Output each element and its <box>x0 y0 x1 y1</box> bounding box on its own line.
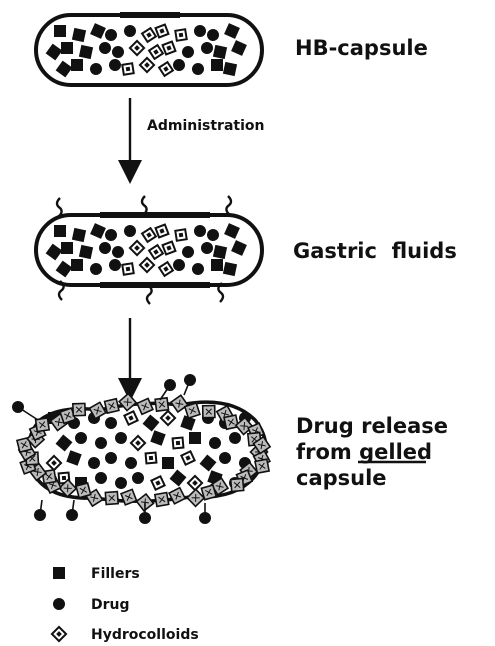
stage-label-gastric-fluids: Gastric fluids <box>293 239 457 263</box>
drug-particle <box>34 509 46 521</box>
gelled-capsule <box>12 374 274 524</box>
arrow-label-administration: Administration <box>147 118 264 134</box>
drug-particle <box>105 417 117 429</box>
filler-particle <box>71 259 83 271</box>
drug-particle <box>75 432 87 444</box>
filler-particle <box>72 228 86 242</box>
legend-item-fillers: Fillers <box>53 566 140 582</box>
drug-particle <box>201 242 213 254</box>
stage-label-hb-capsule: HB-capsule <box>295 36 428 60</box>
filler-particle <box>213 245 227 259</box>
filler-particle <box>61 42 73 54</box>
filler-particle <box>61 242 73 254</box>
drug-particle <box>132 472 144 484</box>
filler-particle <box>54 25 66 37</box>
filler-particle <box>71 59 83 71</box>
stage-label-from: from <box>296 440 359 464</box>
drug-particle <box>199 512 211 524</box>
filler-particle <box>79 245 93 259</box>
drug-particle <box>139 512 151 524</box>
filler-particle <box>211 259 223 271</box>
filler-particle <box>72 28 86 42</box>
stage-label-drug-release-line2: from gelled <box>296 440 432 464</box>
hb-capsule <box>36 15 262 85</box>
drug-circle-icon <box>53 598 65 610</box>
drug-particle <box>194 25 206 37</box>
legend-item-drug: Drug <box>53 597 130 613</box>
drug-particle <box>124 225 136 237</box>
drug-particle <box>219 452 231 464</box>
hydrocolloids-diamond-icon <box>52 627 66 641</box>
drug-particle <box>201 42 213 54</box>
legend-label-hydrocolloids: Hydrocolloids <box>91 627 199 643</box>
drug-particle <box>164 379 176 391</box>
legend-label-drug: Drug <box>91 597 130 613</box>
drug-particle <box>184 374 196 386</box>
fillers-square-icon <box>53 567 65 579</box>
filler-particle <box>211 59 223 71</box>
drug-particle <box>105 452 117 464</box>
legend: Fillers Drug Hydrocolloids <box>52 566 199 643</box>
legend-item-hydrocolloids: Hydrocolloids <box>52 627 199 643</box>
drug-particle <box>124 25 136 37</box>
filler-particle <box>189 432 201 444</box>
drug-particle <box>12 401 24 413</box>
stage-label-drug-release-line1: Drug release <box>296 414 448 438</box>
filler-particle <box>223 62 237 76</box>
filler-particle <box>162 457 174 469</box>
filler-particle <box>54 225 66 237</box>
filler-particle <box>79 45 93 59</box>
filler-particle <box>223 262 237 276</box>
underlined-word: gelled <box>359 440 432 464</box>
drug-particle <box>194 225 206 237</box>
legend-label-fillers: Fillers <box>91 566 140 582</box>
filler-particle <box>213 45 227 59</box>
stage-label-drug-release-line3: capsule <box>296 466 387 490</box>
drug-particle <box>66 509 78 521</box>
gastric-capsule <box>36 196 262 304</box>
